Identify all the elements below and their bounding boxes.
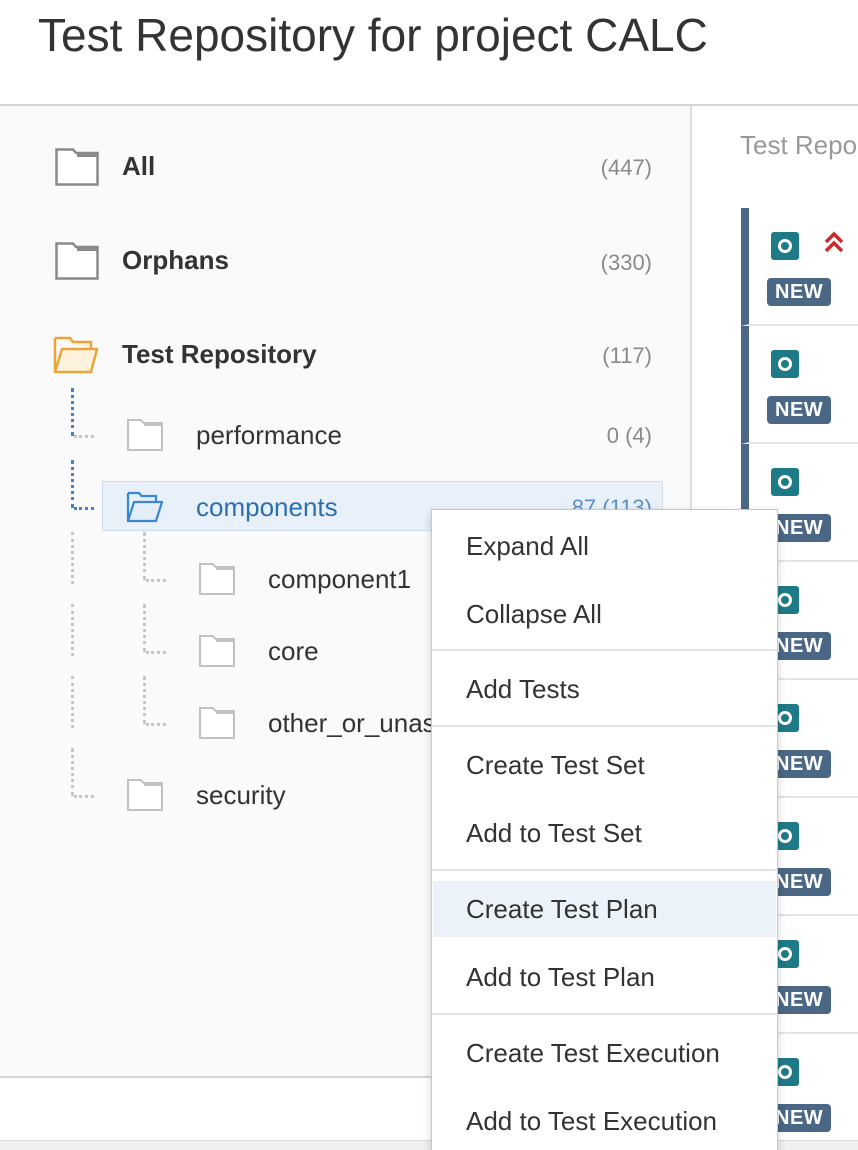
tree-item-count: (330) xyxy=(600,250,652,275)
header-divider xyxy=(0,104,858,106)
tree-connector xyxy=(71,460,74,508)
status-badge: NEW xyxy=(767,396,832,424)
menu-item-add-to-test-execution[interactable]: Add to Test Execution xyxy=(466,1105,718,1136)
open-folder-icon xyxy=(53,336,99,374)
folder-icon xyxy=(55,242,99,280)
folder-icon xyxy=(127,419,163,451)
status-badge: NEW xyxy=(767,278,832,306)
tree-item-label: performance xyxy=(196,419,342,450)
test-card[interactable]: NEW xyxy=(741,208,858,326)
menu-separator xyxy=(432,649,777,651)
tree-item-count: (447) xyxy=(600,155,652,180)
tree-item-label: security xyxy=(196,779,286,810)
menu-item-add-to-test-set[interactable]: Add to Test Set xyxy=(466,817,642,848)
tree-connector xyxy=(146,579,166,582)
folder-icon xyxy=(199,707,235,739)
test-type-icon xyxy=(771,350,799,378)
tree-connector xyxy=(71,604,74,656)
tree-connector xyxy=(71,532,74,584)
tree-connector xyxy=(146,651,166,654)
open-folder-icon xyxy=(126,491,164,523)
tree-connector xyxy=(143,532,146,580)
tree-item-label: All xyxy=(122,150,156,181)
folder-icon xyxy=(55,148,99,186)
tree-item-label: Test Repository xyxy=(122,338,317,369)
folder-icon xyxy=(127,779,163,811)
tree-connector xyxy=(71,748,74,796)
tree-connector xyxy=(143,604,146,652)
menu-item-create-test-set[interactable]: Create Test Set xyxy=(466,749,645,780)
menu-item-add-tests[interactable]: Add Tests xyxy=(466,673,580,704)
tree-connector xyxy=(143,676,146,724)
horizontal-scrollbar[interactable] xyxy=(0,1140,858,1150)
sidebar-bottom-divider xyxy=(0,1076,690,1078)
tree-item-label: Orphans xyxy=(122,244,229,275)
tree-item-label: components xyxy=(196,491,338,522)
tree-connector xyxy=(74,507,94,510)
menu-item-collapse-all[interactable]: Collapse All xyxy=(466,598,602,629)
folder-icon xyxy=(199,635,235,667)
test-type-icon xyxy=(771,232,799,260)
menu-separator xyxy=(432,1013,777,1015)
menu-separator xyxy=(432,869,777,871)
menu-item-create-test-plan[interactable]: Create Test Plan xyxy=(433,881,776,937)
menu-item-create-test-execution[interactable]: Create Test Execution xyxy=(466,1037,720,1068)
chevron-double-up-icon xyxy=(823,230,845,259)
test-card[interactable]: NEW xyxy=(741,326,858,444)
page-title: Test Repository for project CALC xyxy=(38,9,708,61)
tree-item-count: (117) xyxy=(602,343,652,368)
menu-item-expand-all[interactable]: Expand All xyxy=(466,530,589,561)
tree-item-count: 0 (4) xyxy=(606,423,652,448)
menu-separator xyxy=(432,725,777,727)
context-menu: Expand All Collapse All Add Tests Create… xyxy=(431,509,778,1150)
menu-item-add-to-test-plan[interactable]: Add to Test Plan xyxy=(466,961,655,992)
test-type-icon xyxy=(771,468,799,496)
tree-item-label: component1 xyxy=(268,563,412,594)
tree-connector xyxy=(74,435,94,438)
folder-icon xyxy=(199,563,235,595)
test-list-title: Test Repository xyxy=(740,130,858,160)
tree-connector xyxy=(71,388,74,436)
tree-connector xyxy=(74,795,94,798)
tree-connector xyxy=(71,676,74,728)
tree-connector xyxy=(146,723,166,726)
tree-item-label: core xyxy=(268,635,319,666)
